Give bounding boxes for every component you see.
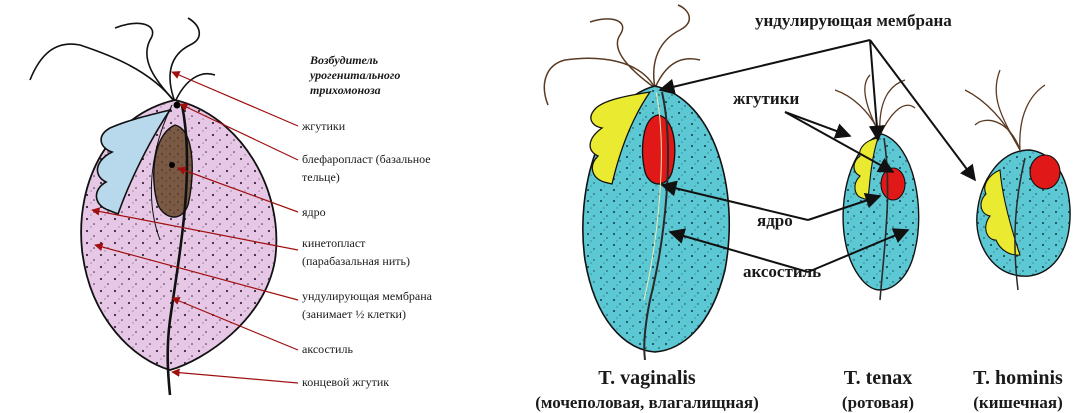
left-nucleolus: [169, 162, 175, 168]
left-flagella: [30, 18, 215, 102]
label-nucleus-right: ядро: [757, 211, 793, 230]
vaginalis-nucleus: [643, 115, 675, 184]
hominis-flagella: [965, 70, 1045, 150]
tenax-nucleus: [881, 168, 905, 200]
label-axostyle-right: аксостиль: [743, 262, 821, 281]
vaginalis-flagella: [544, 5, 700, 105]
label-kinetoplast: кинетопласт (парабазальная нить): [302, 236, 410, 268]
species-tenax-name: T. tenax: [844, 367, 913, 389]
species-tenax-habitat: (ротовая): [842, 393, 914, 412]
label-undulating-membrane-left: ундулирующая мембрана (занимает ½ клетки…: [302, 289, 435, 321]
species-vaginalis-habitat: (мочеполовая, влагалищная): [535, 393, 758, 412]
label-axostyle-left: аксостиль: [302, 342, 353, 356]
right-panel: ундулирующая мембрана жгутики ядро аксос…: [535, 5, 1070, 412]
left-blepharoplast: [174, 102, 181, 109]
species-hominis-habitat: (кишечная): [973, 393, 1062, 412]
label-nucleus-left: ядро: [302, 205, 326, 219]
left-title: Возбудитель урогенитального трихомоноза: [308, 53, 403, 97]
left-panel: Возбудитель урогенитального трихомоноза …: [30, 18, 435, 395]
label-undulating-membrane-right: ундулирующая мембрана: [755, 11, 952, 30]
label-flagella-left: жгутики: [301, 119, 346, 133]
label-flagella-right: жгутики: [733, 89, 799, 108]
label-blepharoplast: блефаропласт (базальное тельце): [302, 152, 434, 184]
label-terminal-flagellum: концевой жгутик: [302, 375, 389, 389]
species-vaginalis-name: T. vaginalis: [598, 367, 696, 389]
hominis-nucleus: [1030, 155, 1060, 189]
species-hominis-name: T. hominis: [973, 367, 1063, 389]
